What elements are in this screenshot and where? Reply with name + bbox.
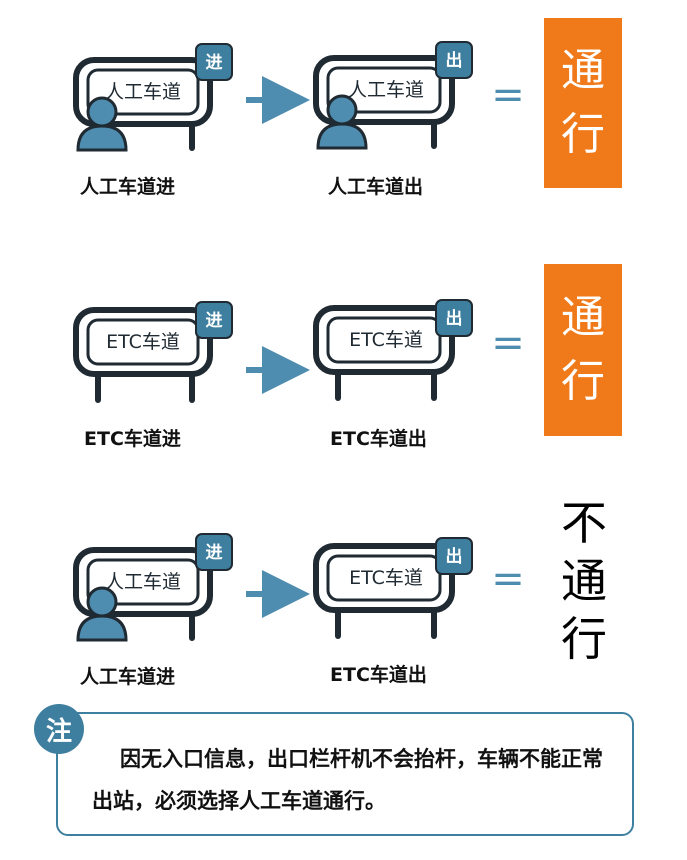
entry-caption: 人工车道进 [80, 666, 176, 688]
entry-sign-label: ETC车道 [106, 331, 180, 353]
entry-caption: 人工车道进 [80, 176, 176, 198]
entry-badge: 进 [195, 533, 233, 571]
note-text: 因无入口信息，出口栏杆机不会抬杆，车辆不能正常出站，必须选择人工车道通行。 [92, 747, 603, 813]
svg-text:进: 进 [206, 543, 223, 563]
entry-sign-row2: ETC车道 进 [73, 301, 233, 403]
entry-sign-row1: 人工车道 进 [73, 43, 233, 152]
result-pass-row2: 通 行 [544, 264, 622, 436]
entry-badge: 进 [195, 43, 233, 81]
note-badge: 注 [34, 704, 84, 754]
person-icon [76, 586, 128, 642]
svg-text:进: 进 [206, 311, 223, 331]
exit-sign-row3: ETC车道 出 [313, 537, 473, 639]
exit-caption: ETC车道出 [330, 664, 427, 686]
result-pass-row1: 通 行 [544, 18, 622, 188]
person-icon [316, 94, 368, 150]
exit-caption: 人工车道出 [328, 176, 424, 198]
entry-caption: ETC车道进 [84, 428, 181, 450]
entry-sign-row3: 人工车道 进 [73, 533, 233, 642]
svg-text:出: 出 [446, 308, 463, 329]
exit-caption: ETC车道出 [330, 428, 427, 450]
exit-sign-label: 人工车道 [348, 79, 424, 101]
exit-badge: 出 [435, 299, 473, 337]
exit-sign-row1: 人工车道 出 [313, 41, 473, 150]
entry-badge: 进 [195, 301, 233, 339]
equals-sign: = [491, 320, 525, 366]
svg-text:出: 出 [446, 50, 463, 71]
person-icon [76, 96, 128, 152]
entry-sign-label: 人工车道 [105, 81, 181, 103]
equals-sign: = [491, 556, 525, 602]
equals-sign: = [491, 72, 525, 118]
exit-badge: 出 [435, 41, 473, 79]
exit-sign-row2: ETC车道 出 [313, 299, 473, 401]
svg-text:出: 出 [446, 546, 463, 567]
exit-sign-label: ETC车道 [349, 329, 423, 351]
exit-badge: 出 [435, 537, 473, 575]
note-box [56, 712, 634, 836]
entry-sign-label: 人工车道 [105, 571, 181, 593]
result-no-pass-row3: 不 通 行 [561, 496, 607, 666]
exit-sign-label: ETC车道 [349, 567, 423, 589]
svg-text:进: 进 [206, 53, 223, 73]
